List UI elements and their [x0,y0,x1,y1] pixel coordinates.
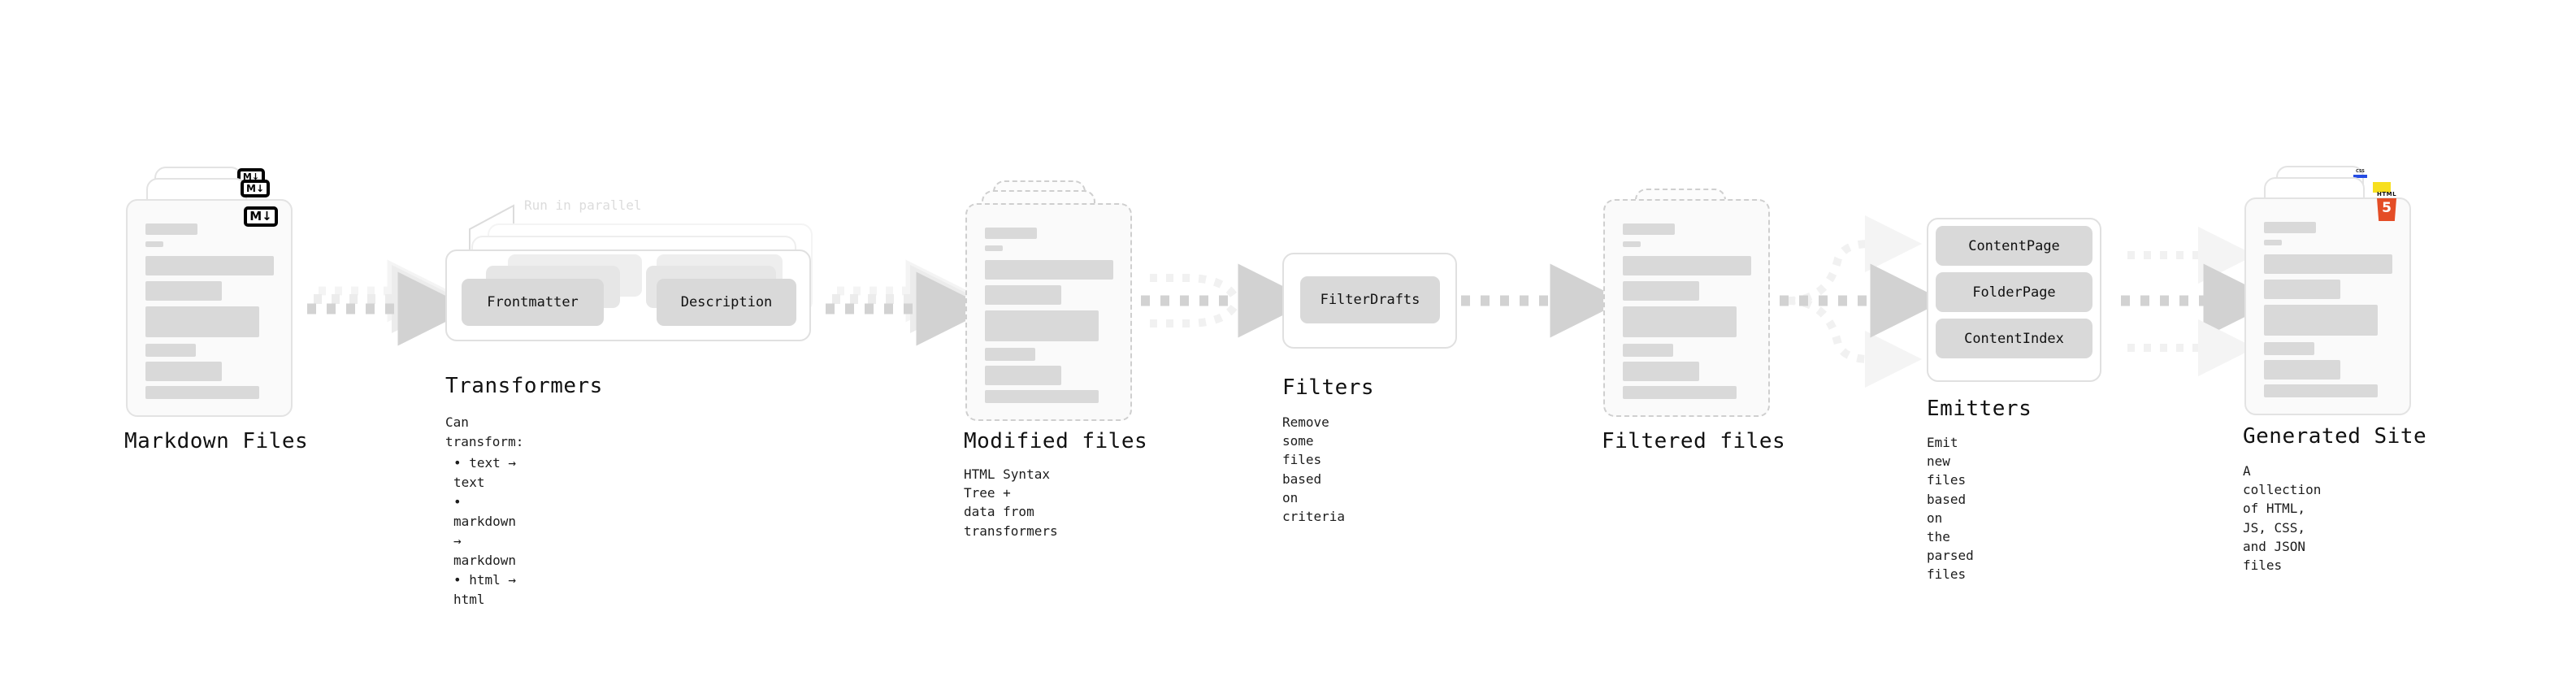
chip-contentindex[interactable]: ContentIndex [1936,319,2092,358]
stage-title-modified-files: Modified files [964,429,1148,453]
html5-shield-icon [2377,198,2397,221]
run-in-parallel-note: Run in parallel [524,197,642,213]
javascript-badge [2373,182,2391,193]
bullet-item-0: • text → text [453,455,517,490]
skeleton-bar [145,386,259,399]
skeleton-bar [985,310,1099,341]
skeleton-bar [1623,386,1737,399]
modified-card-front [965,203,1132,421]
html5-badge-label: HTML [2377,191,2397,197]
bullet-item-1: • markdown → markdown [453,494,517,568]
skeleton-bar [145,223,197,235]
skeleton-bar [145,241,163,247]
bullets-heading: Can transform: [445,414,524,449]
connector-modified-to-filters [1141,263,1312,338]
chip-folderpage[interactable]: FolderPage [1936,272,2092,312]
stage-title-filtered-files: Filtered files [1602,429,1786,453]
skeleton-bar [2264,342,2314,355]
stage-title-markdown-files: Markdown Files [124,429,309,453]
chip-filterdrafts[interactable]: FilterDrafts [1300,276,1440,323]
markdown-card-front [126,199,293,417]
skeleton-bar [2264,240,2282,245]
skeleton-bar [1623,344,1673,357]
connector-transformers-to-modified [826,259,991,346]
skeleton-bar [2264,360,2340,380]
stage-title-filters: Filters [1282,375,1375,400]
transformers-bullets: Can transform: • text → text • markdown … [445,413,523,609]
skeleton-bar [2264,280,2340,299]
html5-badge: HTML [2377,191,2397,221]
skeleton-bar [2264,384,2378,397]
skeleton-bar [2264,222,2316,233]
bullet-text: markdown → markdown [453,514,517,568]
filtered-card-front [1603,199,1770,417]
site-card-front [2244,197,2411,415]
skeleton-bar [1623,306,1737,337]
chip-frontmatter[interactable]: Frontmatter [462,279,604,326]
bullet-item-2: • html → html [453,572,517,607]
skeleton-bar [985,260,1113,280]
markdown-badge-front: M↓ [244,206,278,227]
skeleton-bar [2264,305,2378,336]
skeleton-bar [985,228,1037,239]
connector-filtered-to-emitters [1780,215,1945,388]
skeleton-bar [1623,362,1699,381]
skeleton-bar [145,256,274,275]
css3-badge: CSS [2353,170,2367,178]
skeleton-bar [145,362,222,381]
bullet-text: text → text [453,455,517,490]
markdown-badge-middle: M↓ [241,180,270,197]
skeleton-bar [1623,223,1675,235]
stage-subtitle-emitters: Emit new files based on the parsed files [1927,435,1974,583]
css-badge-label: CSS [2356,169,2365,174]
skeleton-bar [145,281,222,301]
skeleton-bar [985,285,1061,305]
skeleton-bar [1623,281,1699,301]
css-badge-bar [2353,175,2367,178]
stage-subtitle-filters: Remove some files based on criteria [1282,414,1346,524]
bullet-text: html → html [453,572,517,607]
connector-markdown-to-transformers [307,259,472,346]
skeleton-bar [2264,254,2392,274]
chip-description[interactable]: Description [657,279,796,326]
skeleton-bar [985,366,1061,385]
skeleton-bar [985,390,1099,403]
stage-title-transformers: Transformers [445,374,603,398]
stage-title-emitters: Emitters [1927,397,2032,421]
stage-subtitle-generated-site: A collection of HTML, JS, CSS, and JSON … [2243,463,2322,573]
skeleton-bar [985,348,1035,361]
skeleton-bar [985,245,1003,251]
chip-contentpage[interactable]: ContentPage [1936,226,2092,266]
skeleton-bar [1623,256,1751,275]
stage-title-generated-site: Generated Site [2243,424,2427,449]
skeleton-bar [1623,241,1641,247]
connector-emitters-to-site [2121,227,2278,376]
skeleton-bar [145,306,259,337]
stage-subtitle-modified-files: HTML Syntax Tree + data from transformer… [964,466,1058,539]
skeleton-bar [145,344,196,357]
